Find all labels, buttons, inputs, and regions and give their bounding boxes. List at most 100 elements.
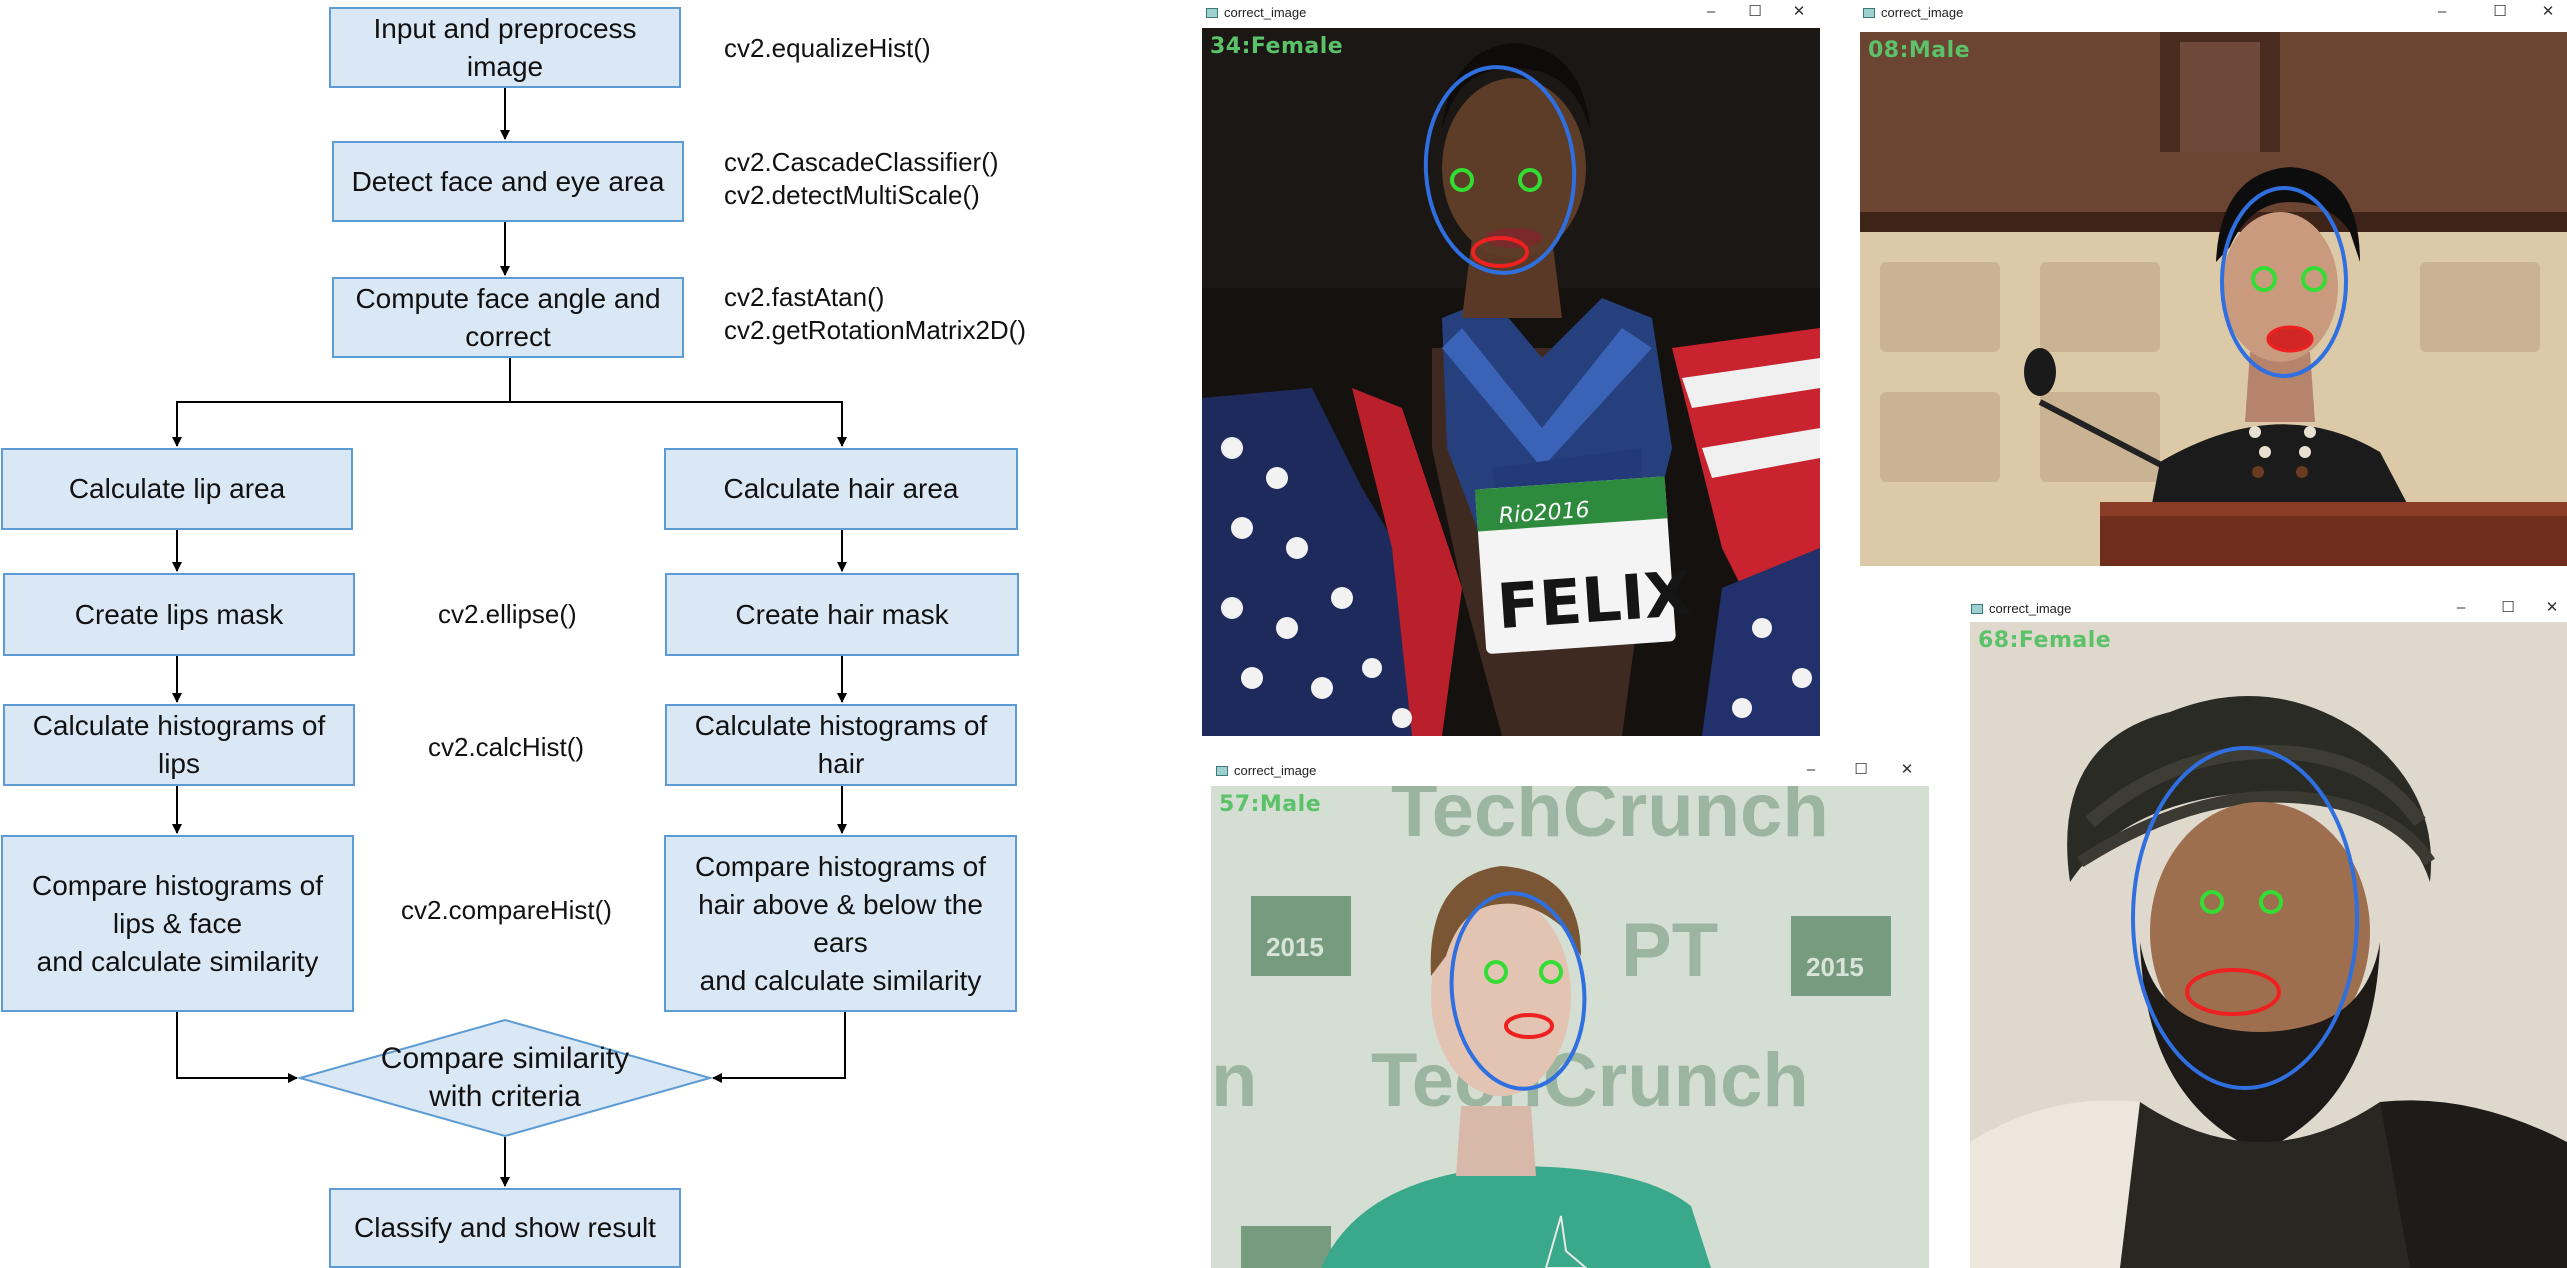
window-title: correct_image (1881, 5, 1964, 20)
step-calc-hair-area: Calculate hair area (664, 448, 1018, 530)
arrow-angle-hair (510, 401, 847, 447)
detection-overlay (1423, 65, 1577, 275)
window-titlebar[interactable]: correct_image – ☐ ✕ (1200, 0, 1822, 26)
close-button[interactable]: ✕ (2545, 599, 2559, 616)
bib-name-text: FELIX (1495, 557, 1695, 643)
step-hist-lips: Calculate histograms of lips (3, 704, 355, 786)
step-hair-area-label: Calculate hair area (723, 473, 959, 504)
window-title: correct_image (1989, 601, 2072, 616)
lip-ellipse (2266, 325, 2314, 353)
func-cascade: cv2.CascadeClassifier() cv2.detectMultiS… (724, 147, 999, 210)
maximize-button[interactable]: ☐ (1748, 3, 1762, 20)
eye-circle-left (1450, 168, 1474, 192)
app-icon (1863, 8, 1875, 18)
maximize-button[interactable]: ☐ (2493, 3, 2507, 20)
minimize-button[interactable]: – (1806, 761, 1816, 778)
step-hair-mask: Create hair mask (665, 573, 1019, 656)
func-atan: cv2.fastAtan() cv2.getRotationMatrix2D() (724, 282, 1026, 345)
window-titlebar[interactable]: correct_image – ☐ ✕ (1965, 596, 2567, 622)
maximize-button[interactable]: ☐ (2501, 599, 2515, 616)
step-compare-hair-label: Compare histograms of hair above & below… (694, 850, 986, 996)
step-detect-face-eye: Detect face and eye area (332, 141, 684, 222)
result-window-3[interactable]: correct_image – ☐ ✕ TechCrunch TechCrunc… (1210, 758, 1930, 1268)
svg-text:n: n (1211, 1038, 1257, 1123)
func-ellipse: cv2.ellipse() (438, 599, 577, 629)
face-ellipse (2220, 186, 2348, 378)
eye-circle-right (2301, 266, 2327, 292)
minimize-button[interactable]: – (1706, 3, 1716, 20)
app-icon (1971, 604, 1983, 614)
classification-label: 68:Female (1978, 628, 2112, 653)
corrected-image: TechCrunch TechCrunch n PT 2015 2015 (1211, 786, 1929, 1268)
step-input-preprocess: Input and preprocess image (329, 7, 681, 88)
minimize-button[interactable]: – (2437, 3, 2447, 20)
func-equalize: cv2.equalizeHist() (724, 33, 931, 63)
arrow-cmp-lips-criteria (176, 1012, 298, 1083)
face-ellipse (1449, 891, 1587, 1091)
speaker-photo (1860, 32, 2567, 566)
close-button[interactable]: ✕ (1792, 3, 1806, 20)
step-lips-mask-label: Create lips mask (74, 598, 284, 630)
step-lips-mask: Create lips mask (3, 573, 355, 656)
step-classify-label: Classify and show result (354, 1212, 656, 1243)
step-angle-label: Compute face angle and correct (355, 282, 661, 352)
flowchart-connectors (172, 88, 847, 1187)
backdrop-badge-b: 2015 (1806, 952, 1864, 982)
eye-circle-right (1518, 168, 1542, 192)
eye-circle-right (2259, 890, 2283, 914)
window-titlebar[interactable]: correct_image – ☐ ✕ (1210, 758, 1930, 784)
face-ellipse (2131, 746, 2359, 1090)
portrait-photo (1970, 622, 2567, 1268)
decision-label: Compare similarity with criteria (380, 1042, 630, 1113)
classification-label: 57:Male (1219, 792, 1322, 817)
detection-overlay (2220, 186, 2348, 378)
eye-circle-left (2200, 890, 2224, 914)
classification-label: 34:Female (1210, 34, 1344, 59)
corrected-image: 08:Male (1860, 32, 2567, 566)
eye-circle-right (1539, 960, 1563, 984)
detection-overlay (1449, 891, 1587, 1091)
step-hair-mask-label: Create hair mask (735, 598, 949, 630)
arrow-cmp-hair-criteria (712, 1012, 846, 1083)
backdrop-text-top: TechCrunch (1391, 786, 1829, 853)
athlete-photo: Rio2016 FELIX (1202, 28, 1820, 736)
close-button[interactable]: ✕ (1900, 761, 1914, 778)
step-compute-angle: Compute face angle and correct (332, 277, 684, 358)
face-ellipse (1423, 65, 1577, 275)
step-detect-label: Detect face and eye area (351, 165, 665, 197)
minimize-button[interactable]: – (2456, 599, 2466, 616)
arrow-angle-lip (172, 358, 511, 447)
result-window-2[interactable]: correct_image – ☐ ✕ (1857, 0, 2567, 568)
maximize-button[interactable]: ☐ (1854, 761, 1868, 778)
func-calchist: cv2.calcHist() (428, 732, 585, 762)
eye-circle-left (2251, 266, 2277, 292)
corrected-image: 68:Female (1970, 622, 2567, 1268)
lip-ellipse (1471, 236, 1529, 268)
close-button[interactable]: ✕ (2541, 3, 2555, 20)
step-compare-lips-label: Compare histograms of lips & face and ca… (31, 869, 323, 977)
conference-photo: TechCrunch TechCrunch n PT 2015 2015 (1211, 786, 1929, 1268)
corrected-image: Rio2016 FELIX 34:Female (1202, 28, 1820, 736)
step-classify: Classify and show result (329, 1188, 681, 1268)
backdrop-text-side: PT (1621, 908, 1718, 993)
decision-diamond (296, 1018, 714, 1138)
step-lip-area-label: Calculate lip area (68, 473, 286, 504)
result-window-4[interactable]: correct_image – ☐ ✕ (1965, 596, 2567, 1268)
app-icon (1216, 766, 1228, 776)
step-hist-hair-label: Calculate histograms of hair (694, 710, 988, 779)
step-compare-hair: Compare histograms of hair above & below… (664, 835, 1017, 1012)
window-titlebar[interactable]: correct_image – ☐ ✕ (1857, 0, 2567, 26)
step-input-label: Input and preprocess image (373, 12, 637, 82)
eye-circle-left (1484, 960, 1508, 984)
backdrop-badge-a: 2015 (1266, 932, 1324, 962)
lip-ellipse (1504, 1013, 1554, 1039)
detection-overlay (2131, 746, 2359, 1090)
decision-label-wrap: Compare similarity with criteria (300, 1038, 710, 1118)
lip-ellipse (2185, 968, 2281, 1016)
result-window-1[interactable]: correct_image – ☐ ✕ (1200, 0, 1822, 740)
app-icon (1206, 8, 1218, 18)
window-title: correct_image (1234, 763, 1317, 778)
func-comparehist: cv2.compareHist() (401, 895, 612, 925)
classification-label: 08:Male (1868, 38, 1971, 63)
